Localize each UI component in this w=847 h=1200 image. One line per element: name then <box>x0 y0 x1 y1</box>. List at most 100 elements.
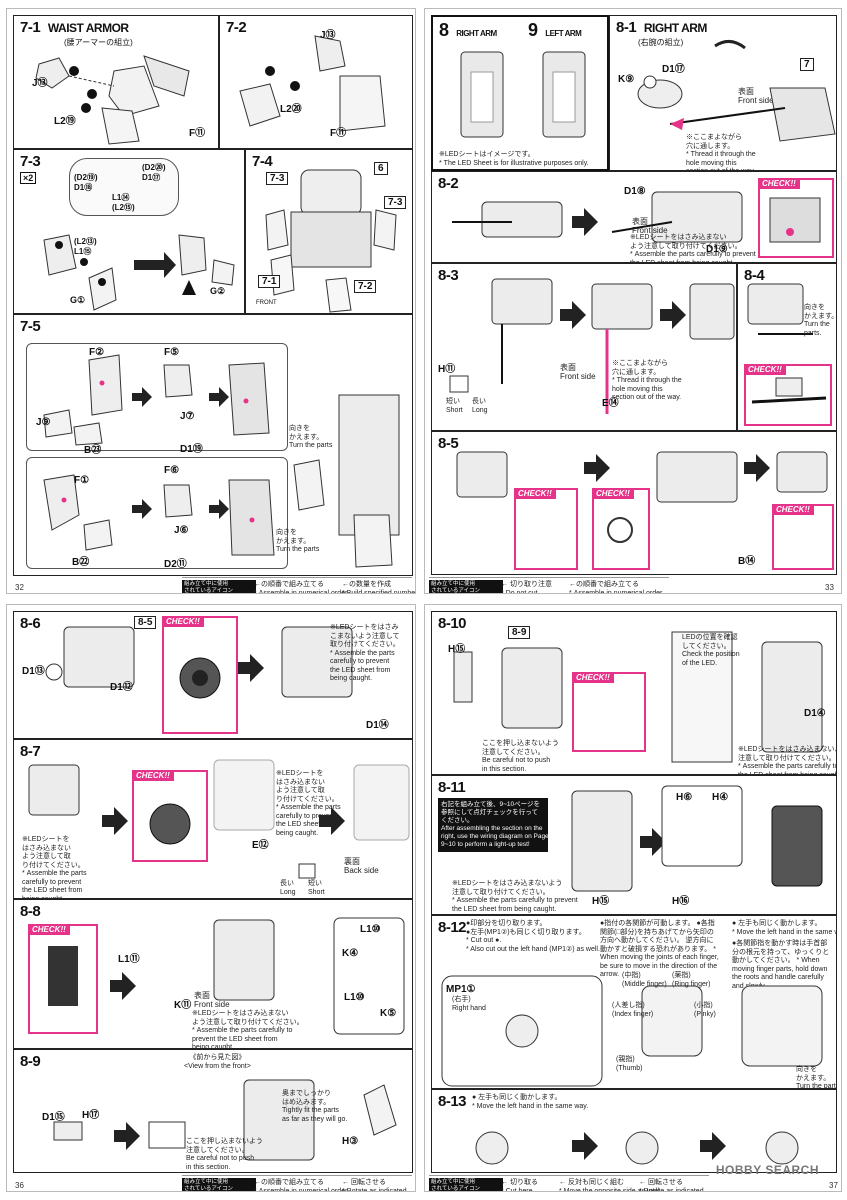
part-label: L1⑩ <box>360 924 381 935</box>
front-side-label: 表面 Front side <box>560 363 596 381</box>
arm-diagram <box>453 631 823 763</box>
part-label: H④ <box>712 792 729 803</box>
arm-diagram <box>110 917 405 1035</box>
arm-diagram <box>45 626 353 698</box>
step-number: 7-3 <box>20 153 41 170</box>
turn-note: 向きを かえます。 Turn the parts <box>276 529 320 553</box>
step-8-9: 8-9 《前から見た図》 <View from the front> D1⑮ H… <box>13 1049 413 1173</box>
part-label: D2⑪ <box>164 559 187 570</box>
finger-label: (中指) (Middle finger) <box>622 972 667 988</box>
part-label: MP1① <box>446 984 476 995</box>
arm-diagram <box>53 1079 397 1161</box>
part-label: (L2⑬) <box>74 237 97 246</box>
check-detail <box>607 517 633 543</box>
part-label: K⑤ <box>380 1008 397 1019</box>
part-label: F⑪ <box>330 128 347 139</box>
step-number: 8 RIGHT ARM <box>439 20 497 40</box>
arm-diagram <box>747 283 813 335</box>
check-box: CHECK!! <box>162 616 238 734</box>
part-label: H⑰ <box>82 1110 100 1121</box>
step-number: 8-5 <box>438 435 459 452</box>
check-box: CHECK!! <box>592 488 650 570</box>
waist-armor-diagram <box>239 35 386 132</box>
finger-label: (薬指) (Ring finger) <box>672 972 711 988</box>
arm-diagram <box>452 191 743 243</box>
legend-item: ← 切り取り注意 * Do not cut. <box>501 581 552 594</box>
short-label: 短い Short <box>446 398 463 414</box>
part-label: J⑨ <box>36 417 51 428</box>
waist-armor-diagram <box>35 55 190 145</box>
part-label: K④ <box>342 948 359 959</box>
front-side-label: 表面 Front side <box>632 217 668 235</box>
part-label: D1⑰ <box>142 173 161 182</box>
part-label: J⑬ <box>320 30 336 41</box>
check-box: CHECK!! <box>572 672 646 752</box>
ref-box: 7-3 <box>266 172 289 185</box>
legend-item: ← 反対も同じく組む * Move the opposite side as w… <box>559 1179 661 1192</box>
symbols-legend: 組み立て中に使用 されているアイコン Symbols used in instr… <box>429 1175 709 1192</box>
sub-panel-lower <box>26 457 288 569</box>
check-detail <box>179 657 221 699</box>
body-assembly-diagram <box>265 169 397 313</box>
ref-box: 8-9 <box>508 626 531 639</box>
part-label: D1⑭ <box>366 720 389 731</box>
detail-bubble <box>69 158 179 216</box>
check-label: CHECK!! <box>744 364 786 375</box>
led-caution-note: ※LEDシートをはさみ込まないよう 注意して取り付けてください。 * Assem… <box>452 880 578 913</box>
push-caution-note: ここを押し込まないよう 注意してください。 Be careful not to … <box>186 1138 263 1171</box>
part-label: F⑤ <box>164 347 180 358</box>
part-label: (L2⑮) <box>112 203 135 212</box>
step-8-9-overview: 8 RIGHT ARM 9 LEFT ARM ※LEDシートはイメージです。 *… <box>431 15 609 171</box>
front-side-label: 表面 Front side <box>194 991 230 1009</box>
part-label: L2⑳ <box>280 104 302 115</box>
part-label: J⑬ <box>32 78 48 89</box>
legend-title: 組み立て中に使用 されているアイコン Symbols used in instr… <box>429 1178 503 1191</box>
check-label: CHECK!! <box>162 616 204 627</box>
led-caution-note: ※LEDシートをはさみ込まない よう注意して取り付けてください。 * Assem… <box>192 1010 304 1049</box>
step-number: 8-9 <box>20 1053 41 1070</box>
page-number: 32 <box>15 583 24 592</box>
armor-parts-diagram <box>43 234 235 311</box>
page-number: 36 <box>15 1181 24 1190</box>
finger-label: (小指) (Pinky) <box>694 1002 716 1018</box>
hand-label: (右手) Right hand <box>452 996 486 1012</box>
led-caution-note: ※LEDシートをはさみ こまないよう注意して 取り付けてください。 * Asse… <box>330 624 400 682</box>
check-label: CHECK!! <box>592 488 634 499</box>
step-8-5: 8-5 B⑭ CHECK!! CHECK!! CHECK!! <box>431 431 837 575</box>
led-caution-note: ※LEDシートをはさみ込まない よう注意して取り付けてください。 * Assem… <box>630 234 756 263</box>
step-number: 8-7 <box>20 743 41 760</box>
step-number: 8-4 <box>744 267 765 284</box>
part-label: G① <box>70 295 86 305</box>
ref-box: 7 <box>800 58 814 71</box>
part-label: D1④ <box>804 708 826 719</box>
step-8-13: 8-13 ● 左手も同じく動かします。 * Move the left hand… <box>431 1089 837 1173</box>
part-label: J⑦ <box>180 411 195 422</box>
legend-item: ←の数量を作成 * Build specified number of part… <box>342 581 416 594</box>
ref-box: 6 <box>374 162 388 175</box>
part-label: D1⑬ <box>22 666 45 677</box>
part-label: H⑮ <box>448 644 466 655</box>
turn-note: 向きを かえます。 Turn the parts <box>289 425 333 449</box>
legend-item: ← 切り取る * Cut here. <box>501 1179 538 1192</box>
step-number: 9 LEFT ARM <box>528 20 582 40</box>
symbols-legend: 組み立て中に使用 されているアイコン Symbols used in instr… <box>182 1175 412 1192</box>
long-label: 長い Long <box>472 398 488 414</box>
step-number: 8-10 <box>438 615 467 632</box>
step-number: 8-1 RIGHT ARM <box>616 19 707 36</box>
part-label: J⑥ <box>174 525 189 536</box>
legend-item: ←の順番で組み立てる * Assemble in numerical order <box>254 1179 348 1192</box>
step-8-11: 8-11 右記を組み立て後、9~10ページを 参照にして点灯チェックを行って く… <box>431 775 837 915</box>
turn-note: 向きを かえます。 Turn the parts <box>796 1066 836 1089</box>
watermark: HOBBY SEARCH <box>715 1163 819 1177</box>
part-label: B⑭ <box>738 556 756 567</box>
step-number: 7-2 <box>226 19 247 36</box>
legend-title: 組み立て中に使用 されているアイコン Symbols used in instr… <box>182 1178 256 1191</box>
check-box: CHECK!! <box>514 488 578 570</box>
step-subtitle: (腰アーマーの組立) <box>64 38 133 47</box>
led-caution-note: ※LEDシートを はさみ込まない よう注意して取 り付けてください。 * Ass… <box>276 770 341 837</box>
step-7-2: 7-2 J⑬ L2⑳ F⑪ <box>219 15 413 149</box>
check-detail <box>149 803 191 845</box>
led-caution-note: ※LEDシートをはさみ込まないよう 注意して取り付けてください。 * Assem… <box>738 746 836 775</box>
legend-title: 組み立て中に使用 されているアイコン Symbols used in instr… <box>182 580 256 593</box>
part-label: G② <box>210 286 226 296</box>
